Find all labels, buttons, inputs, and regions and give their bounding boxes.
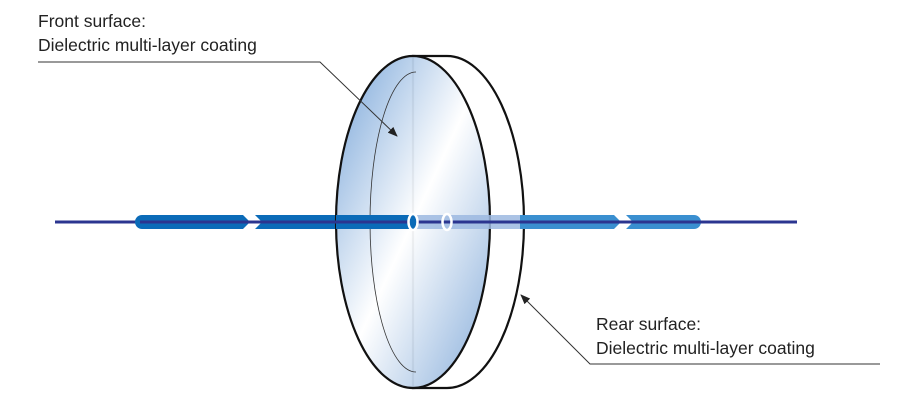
front-surface-desc: Dielectric multi-layer coating: [38, 35, 257, 55]
rear-surface-title: Rear surface:: [596, 314, 702, 334]
rear-leader-line: [520, 294, 880, 365]
front-surface-label: Front surface: Dielectric multi-layer co…: [38, 9, 257, 57]
front-leader-line: [38, 61, 398, 137]
rear-surface-label: Rear surface: Dielectric multi-layer coa…: [596, 312, 815, 360]
reflection-ring-rear: [441, 212, 453, 232]
front-surface-title: Front surface:: [38, 11, 146, 31]
reflection-ring-front: [407, 212, 419, 232]
rear-surface-desc: Dielectric multi-layer coating: [596, 338, 815, 358]
